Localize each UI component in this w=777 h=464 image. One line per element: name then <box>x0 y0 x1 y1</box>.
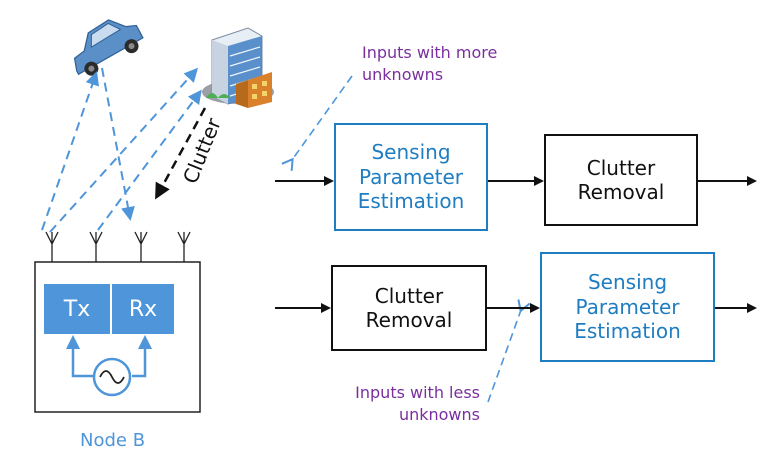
note-more-line1: Inputs with more <box>362 43 498 62</box>
bottom-clutter-removal-block: Clutter Removal <box>331 265 487 351</box>
rx-label: Rx <box>128 296 158 322</box>
note-less-line1: Inputs with less <box>355 383 480 402</box>
note-less-line2: unknowns <box>398 405 480 425</box>
propagation-paths <box>41 67 202 233</box>
note-less-unknowns: Inputs with less unknowns <box>312 382 480 427</box>
note-more-unknowns: Inputs with more unknowns <box>362 42 497 87</box>
top-spe-line3: Estimation <box>357 189 465 214</box>
tx-label: Tx <box>63 296 91 322</box>
antenna-icon <box>45 231 191 262</box>
bottom-cr-line1: Clutter <box>374 283 444 308</box>
note-pointer-bottom <box>487 299 531 403</box>
node-b-label: Node B <box>80 430 146 451</box>
car-icon <box>73 19 144 76</box>
clutter-return-path <box>155 107 207 200</box>
rx-block: Rx <box>112 284 174 334</box>
bottom-cr-line2: Removal <box>365 308 453 332</box>
bottom-spe-line2: Parameter <box>575 294 680 319</box>
top-sensing-parameter-estimation-block: Sensing Parameter Estimation <box>334 123 488 231</box>
note-pointer-top <box>281 75 353 171</box>
top-spe-line1: Sensing <box>371 140 451 165</box>
oscillator-links <box>66 335 152 378</box>
top-clutter-removal-block: Clutter Removal <box>544 134 698 226</box>
note-more-line2: unknowns <box>362 65 444 85</box>
oscillator-icon <box>92 357 132 397</box>
bottom-spe-line1: Sensing <box>587 270 668 295</box>
bottom-spe-line3: Estimation <box>574 319 681 344</box>
top-cr-line1: Clutter <box>586 155 656 180</box>
building-icon <box>202 27 274 108</box>
bottom-sensing-parameter-estimation-block: Sensing Parameter Estimation <box>540 252 715 362</box>
top-spe-line2: Parameter <box>358 164 464 189</box>
tx-block: Tx <box>44 284 110 334</box>
tx-rx-divider <box>110 284 112 334</box>
top-cr-line2: Removal <box>577 180 665 204</box>
